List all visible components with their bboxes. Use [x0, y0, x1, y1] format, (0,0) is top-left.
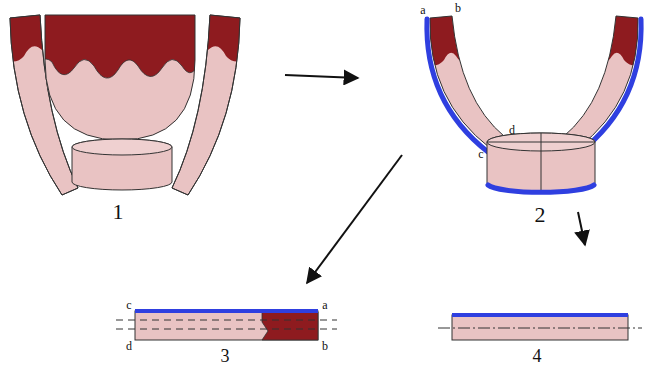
panel-number: 3 — [221, 347, 230, 365]
corner-letter: a — [322, 299, 327, 311]
corner-letter: c — [478, 148, 483, 160]
panel-one — [0, 0, 250, 195]
disc — [72, 139, 172, 190]
panel-number: 4 — [533, 347, 542, 365]
corner-letter: d — [509, 124, 515, 136]
panel-three — [116, 311, 337, 340]
right-wall-opened — [563, 0, 647, 152]
panel-number: 1 — [113, 201, 124, 223]
corner-letter: a — [420, 4, 425, 16]
cup-body — [40, 10, 200, 140]
corner-letter: d — [126, 340, 132, 352]
process-arrow — [285, 75, 358, 78]
disc-sectioned — [487, 133, 595, 192]
process-arrow — [307, 155, 402, 283]
panel-two — [420, 0, 647, 192]
corner-letter: c — [126, 299, 131, 311]
panel-four — [438, 315, 642, 340]
panel-number: 2 — [535, 204, 546, 226]
left-wall-opened — [420, 0, 505, 152]
process-arrow — [578, 212, 585, 245]
corner-letter: b — [455, 2, 461, 14]
corner-letter: b — [322, 340, 328, 352]
